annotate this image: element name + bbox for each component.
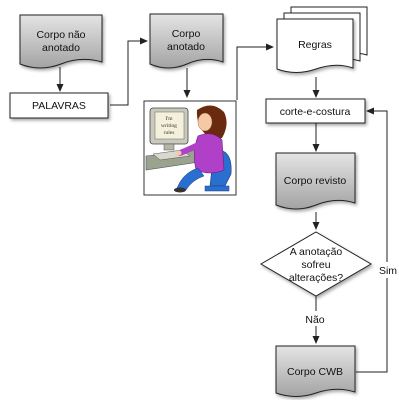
monitor-text-line3: rules (164, 130, 175, 136)
illustration-person-at-computer: I'm writing rules (143, 100, 237, 196)
arrow-loop-sim (356, 107, 388, 373)
edge-label-nao: Não (305, 314, 324, 326)
node-decisao-line1: A anotação (290, 246, 343, 258)
node-decisao-line3: alterações? (289, 272, 343, 284)
node-corpo-revisto-label: Corpo revisto (284, 175, 347, 187)
edge-label-sim: Sim (379, 265, 397, 277)
node-corte-e-costura: corte-e-costura (265, 98, 366, 124)
edge-label-nao-bg (301, 311, 329, 326)
node-corpo-anotado-line1: Corpo (172, 28, 201, 40)
node-palavras: PALAVRAS (9, 92, 109, 119)
node-corpo-nao-anotado-line2: anotado (42, 42, 80, 54)
node-regras-label: Regras (298, 39, 332, 51)
monitor-text-line1: I'm (165, 116, 173, 122)
connectors (56, 37, 388, 373)
arrow-palavras-to-corpo-anotado (110, 37, 148, 106)
person-body (194, 133, 225, 174)
monitor-text-line2: writing (161, 123, 177, 129)
node-corpo-cwb-label: Corpo CWB (287, 366, 343, 378)
edge-label-sim-bg (377, 262, 399, 278)
node-corpo-revisto: Corpo revisto (275, 152, 356, 210)
node-decisao: A anotação sofreu alterações? (260, 231, 372, 297)
node-palavras-label: PALAVRAS (32, 100, 86, 112)
node-corpo-anotado: Corpo anotado (149, 13, 224, 69)
arrow-illustration-to-regras (236, 43, 274, 100)
node-corte-e-costura-label: corte-e-costura (280, 106, 351, 118)
node-regras: Regras (276, 6, 368, 73)
node-corpo-nao-anotado: Corpo não anotado (19, 14, 103, 69)
node-corpo-anotado-line2: anotado (167, 41, 205, 53)
node-decisao-line2: sofreu (301, 259, 330, 271)
person-face (197, 112, 213, 132)
node-corpo-nao-anotado-line1: Corpo não (36, 29, 85, 41)
node-corpo-cwb: Corpo CWB (275, 345, 356, 397)
